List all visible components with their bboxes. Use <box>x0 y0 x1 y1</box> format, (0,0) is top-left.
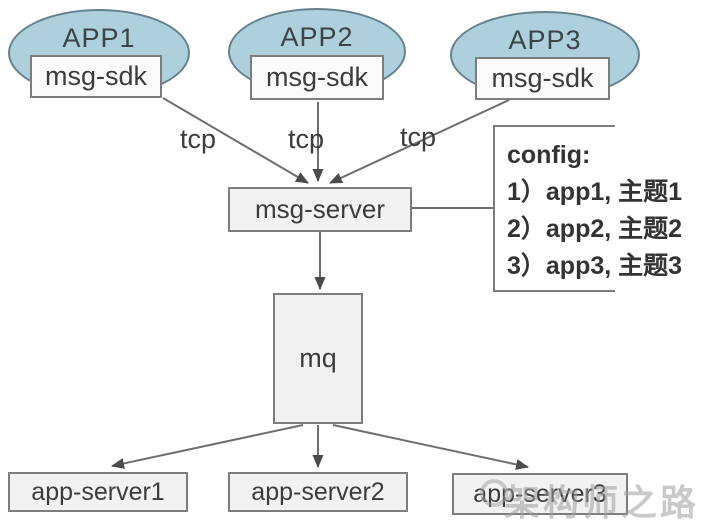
app3-sdk-box: msg-sdk <box>475 57 610 100</box>
app2-sdk-box: msg-sdk <box>250 55 384 100</box>
edge-mq-to-appserver3 <box>332 424 529 470</box>
config-line-1: 1）app1, 主题1 <box>507 178 683 206</box>
edge-app1-to-msgserver <box>162 97 309 184</box>
tcp-label-2: tcp <box>288 124 325 154</box>
config-line-2: 2）app2, 主题2 <box>507 215 683 243</box>
config-line-3: 3）app3, 主题3 <box>507 252 683 280</box>
config-note-box: config: 1）app1, 主题1 2）app2, 主题2 3）app3, … <box>493 125 682 292</box>
edge-mq-to-appserver1 <box>111 424 304 469</box>
msg-server-node: msg-server <box>228 187 412 232</box>
config-note-text: config: 1）app1, 主题1 2）app2, 主题2 3）app3, … <box>507 137 682 285</box>
app2-label: APP2 <box>280 22 354 52</box>
app2-node: APP2 msg-sdk <box>228 8 406 100</box>
edge-app3-to-msgserver <box>329 99 510 184</box>
config-title: config: <box>507 141 591 169</box>
tcp-label-3: tcp <box>400 122 437 152</box>
tcp-label-1: tcp <box>180 124 217 154</box>
app-server3-node: app-server3 <box>452 473 628 515</box>
app1-label: APP1 <box>62 23 136 53</box>
app-server1-node: app-server1 <box>8 472 188 512</box>
app3-label: APP3 <box>508 25 582 55</box>
app1-sdk-box: msg-sdk <box>30 55 162 98</box>
app1-node: APP1 msg-sdk <box>8 9 190 98</box>
app3-node: APP3 msg-sdk <box>450 11 640 100</box>
app-server2-node: app-server2 <box>228 472 408 512</box>
mq-node: mq <box>273 293 363 424</box>
